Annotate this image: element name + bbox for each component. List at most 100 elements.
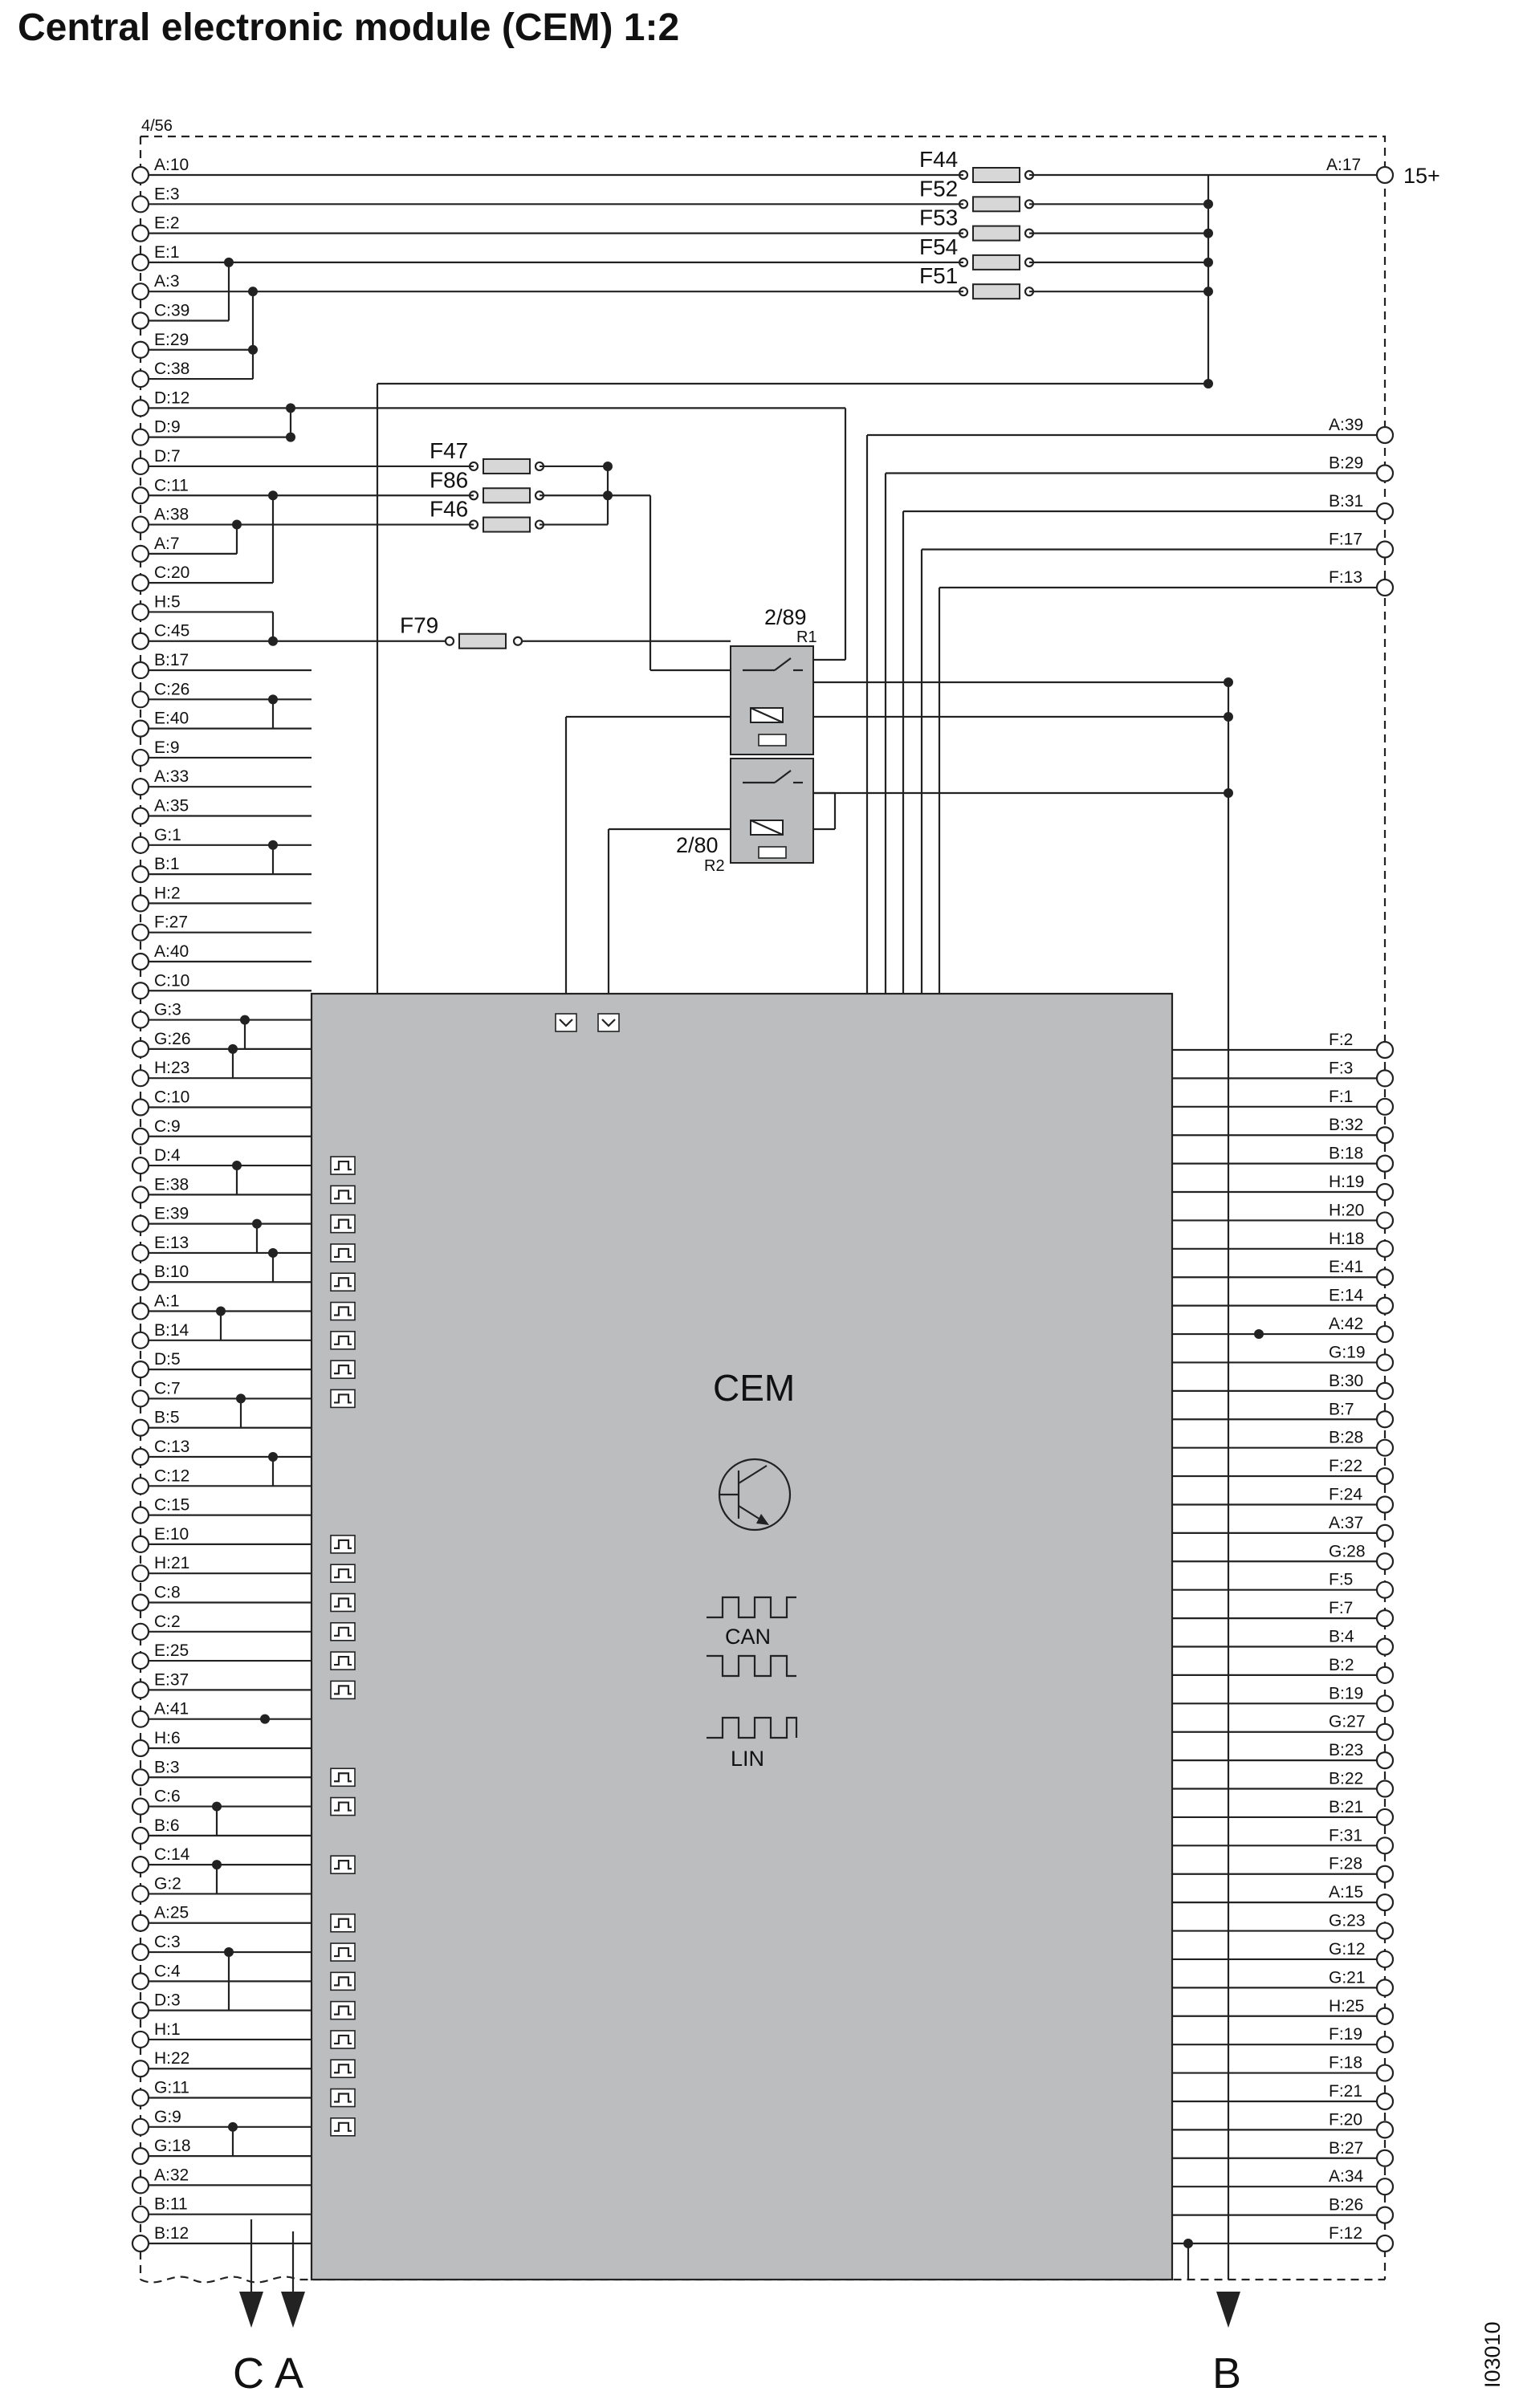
right-pin-terminal [1375, 1040, 1395, 1060]
left-pin-terminal [131, 807, 150, 825]
left-pin-terminal [131, 399, 150, 417]
left-pin-terminal [131, 283, 150, 301]
left-pin-terminal [131, 224, 150, 242]
signal-block-icon [330, 1156, 356, 1175]
signal-block-icon [330, 1389, 356, 1409]
signal-block-icon [330, 1214, 356, 1234]
fuse-label: F79 [400, 613, 438, 638]
right-pin-label: F:3 [1329, 1059, 1353, 1077]
left-pin-label: E:37 [154, 1670, 189, 1689]
signal-block-icon [330, 1913, 356, 1933]
junction-dot [248, 287, 258, 297]
junction-dot [268, 1247, 278, 1258]
relay-r2-id: 2/80 [676, 833, 719, 857]
fuse-terminal [444, 636, 455, 646]
arrow-a-label: A [275, 2349, 303, 2398]
supply-pin-label: A:17 [1326, 156, 1361, 174]
junction-dot [232, 1161, 242, 1171]
left-pin-label: E:2 [154, 214, 180, 233]
right-pin-label: H:25 [1329, 1997, 1364, 2015]
fuse-icon [483, 516, 531, 533]
right-pin-label: B:31 [1329, 492, 1363, 510]
right-pin-terminal [1375, 1466, 1395, 1486]
signal-block-icon [334, 1655, 352, 1666]
figure-code: I03010 [1480, 2321, 1505, 2388]
pin-layer: A:10E:3E:2E:1A:3C:39E:29C:38D:12D:9D:7C:… [131, 147, 1395, 2253]
left-pin-label: G:3 [154, 1001, 181, 1019]
left-pin-terminal [131, 1651, 150, 1670]
right-pin-terminal [1375, 1353, 1395, 1372]
right-pin-terminal [1375, 425, 1395, 445]
signal-block-icon [330, 1272, 356, 1292]
relay-r2: 2/80 R2 [676, 758, 814, 875]
right-pin-terminal [1375, 1268, 1395, 1287]
left-pin-terminal [131, 1214, 150, 1233]
left-pin-terminal [131, 748, 150, 767]
left-pin-label: C:12 [154, 1466, 189, 1485]
left-pin-label: G:18 [154, 2137, 191, 2155]
left-pin-label: C:20 [154, 563, 189, 582]
fuse-icon [458, 633, 507, 649]
left-pin-terminal [131, 340, 150, 359]
cem-label: CEM [713, 1367, 795, 1409]
right-pin-terminal [1375, 502, 1395, 521]
left-pin-label: C:26 [154, 680, 189, 698]
signal-block-icon [330, 1301, 356, 1321]
left-pin-label: A:7 [154, 535, 180, 553]
left-pin-label: D:9 [154, 418, 181, 437]
signal-block-icon [334, 2121, 352, 2132]
signal-block-icon [334, 1597, 352, 1608]
left-pin-terminal [131, 2001, 150, 2020]
signal-input-icon [555, 1013, 577, 1032]
arrow-c [239, 2219, 263, 2328]
right-pin-label: A:39 [1329, 416, 1363, 434]
signal-block-icon [334, 1365, 352, 1375]
can-waveform-inverted-icon [707, 1654, 796, 1678]
left-pin-terminal [131, 1331, 150, 1349]
left-pin-terminal [131, 1622, 150, 1641]
left-pin-terminal [131, 1564, 150, 1583]
right-pin-terminal [1375, 1837, 1395, 1855]
right-pin-terminal [1375, 1495, 1395, 1514]
left-pin-label: G:11 [154, 2079, 189, 2097]
right-pin-label: G:21 [1329, 1968, 1366, 1987]
right-pin-label: G:23 [1329, 1912, 1366, 1930]
left-pin-terminal [131, 864, 150, 884]
left-pin-label: E:9 [154, 738, 180, 757]
right-pin-terminal [1375, 1097, 1395, 1116]
right-pin-label: F:2 [1329, 1031, 1353, 1049]
signal-block-icon [330, 1855, 356, 1874]
left-pin-terminal [131, 1418, 150, 1437]
fuse-label: F52 [919, 176, 958, 201]
right-pin-terminal [1375, 1780, 1395, 1798]
left-pin-label: A:10 [154, 156, 189, 174]
right-pin-terminal [1375, 578, 1395, 597]
right-pin-label: G:19 [1329, 1343, 1366, 1361]
left-pin-label: B:14 [154, 1321, 189, 1340]
right-pin-terminal [1375, 1922, 1395, 1940]
signal-block-icon [330, 1243, 356, 1263]
left-pin-terminal [131, 1127, 150, 1145]
left-pin-terminal [131, 1098, 150, 1117]
left-pin-terminal [131, 1389, 150, 1408]
left-pin-terminal [131, 1710, 150, 1728]
left-pin-label: C:10 [154, 1088, 189, 1106]
right-pin-label: H:19 [1329, 1173, 1364, 1191]
left-pin-terminal [131, 428, 150, 446]
fuse-label: F86 [430, 467, 468, 492]
left-pin-terminal [131, 2147, 150, 2166]
signal-block-icon [334, 1306, 352, 1316]
left-pin-label: C:6 [154, 1788, 181, 1806]
left-pin-label: C:9 [154, 1117, 181, 1136]
fuse-icon [972, 254, 1020, 270]
signal-block-icon [334, 1568, 352, 1579]
left-pin-terminal [131, 1477, 150, 1495]
left-pin-label: H:5 [154, 592, 181, 611]
signal-input-icon [597, 1013, 620, 1032]
right-pin-terminal [1375, 1609, 1395, 1628]
right-pin-terminal [1375, 1126, 1395, 1145]
left-pin-terminal [131, 1039, 150, 1058]
right-pin-label: B:4 [1329, 1628, 1354, 1646]
right-pin-label: B:2 [1329, 1656, 1354, 1674]
right-pin-label: G:12 [1329, 1940, 1366, 1959]
